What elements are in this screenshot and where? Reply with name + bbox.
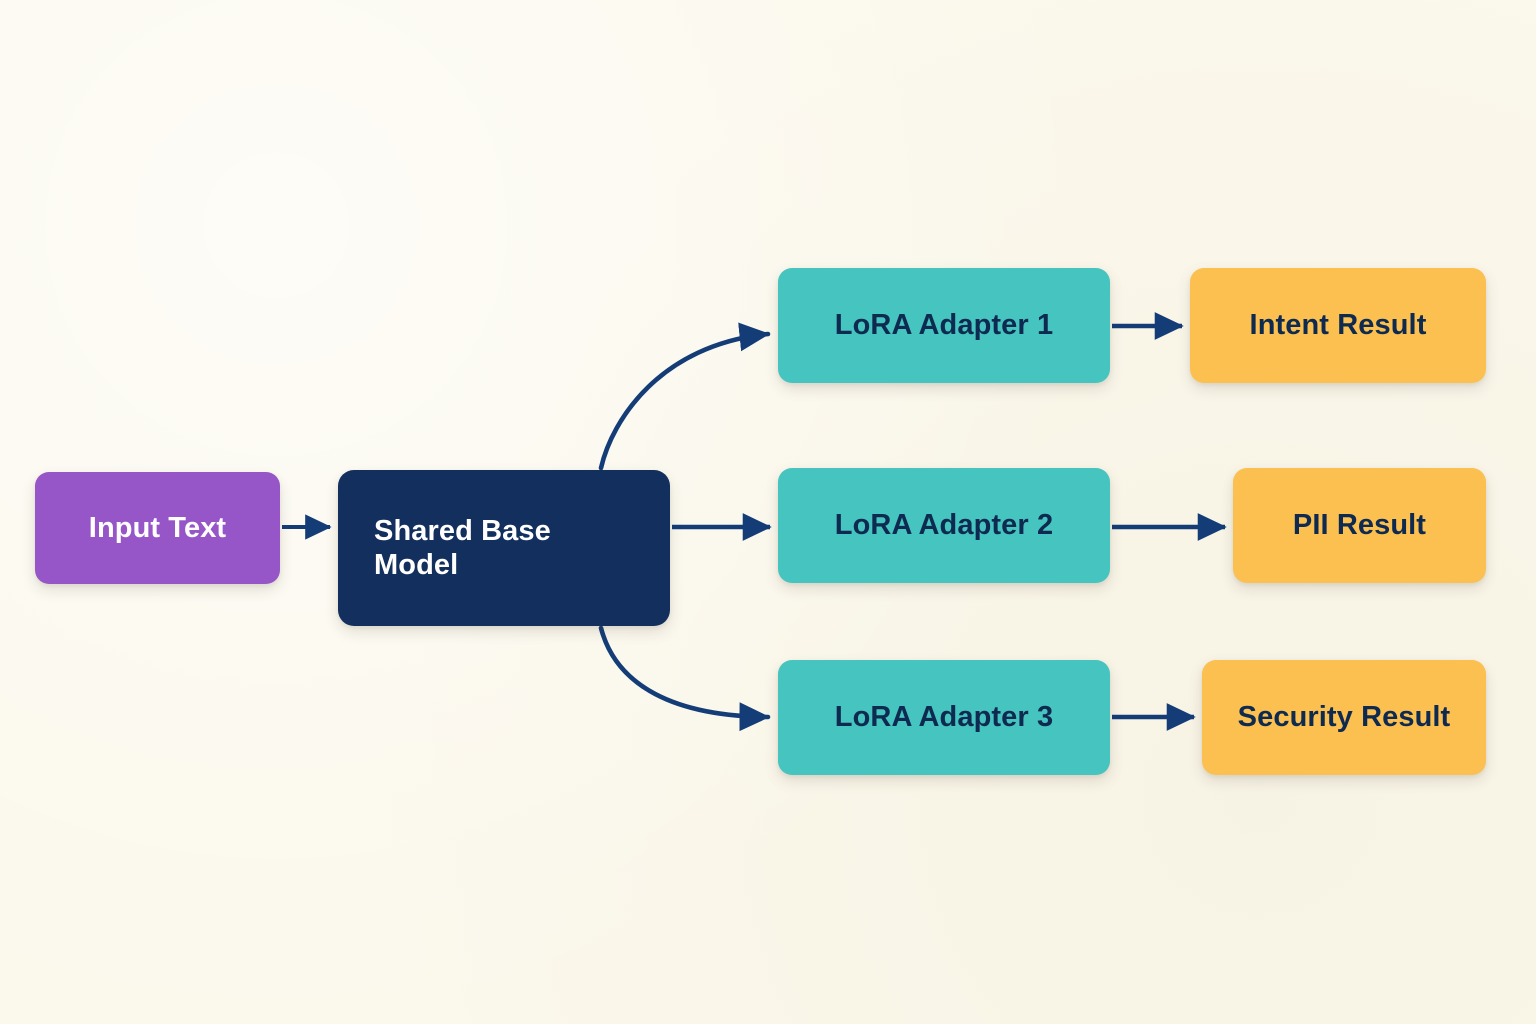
node-lora-adapter-3[interactable]: LoRA Adapter 3: [778, 660, 1110, 775]
node-input-text[interactable]: Input Text: [35, 472, 280, 584]
node-intent-result-label: Intent Result: [1249, 309, 1427, 342]
edge-base-to-adapter-3: [598, 625, 771, 732]
node-lora-adapter-2[interactable]: LoRA Adapter 2: [778, 468, 1110, 583]
node-shared-base-model-label: Shared Base Model: [374, 514, 551, 581]
node-input-text-label: Input Text: [88, 511, 227, 544]
node-intent-result[interactable]: Intent Result: [1190, 268, 1486, 383]
node-lora-adapter-3-label: LoRA Adapter 3: [834, 701, 1054, 734]
node-shared-base-model[interactable]: Shared Base Model: [338, 470, 670, 626]
node-pii-result[interactable]: PII Result: [1233, 468, 1486, 583]
node-lora-adapter-1[interactable]: LoRA Adapter 1: [778, 268, 1110, 383]
node-pii-result-label: PII Result: [1292, 509, 1427, 542]
node-security-result-label: Security Result: [1237, 701, 1451, 734]
node-security-result[interactable]: Security Result: [1202, 660, 1486, 775]
node-lora-adapter-2-label: LoRA Adapter 2: [834, 509, 1054, 542]
edge-base-to-adapter-1: [598, 322, 771, 471]
node-lora-adapter-1-label: LoRA Adapter 1: [834, 309, 1054, 342]
